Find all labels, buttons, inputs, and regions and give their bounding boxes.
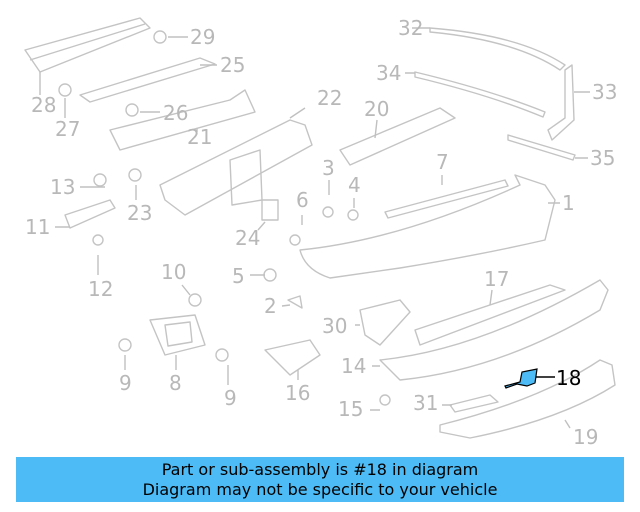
part-25-absorber xyxy=(79,57,216,103)
callout-5[interactable]: 5 xyxy=(232,264,245,288)
callout-34[interactable]: 34 xyxy=(376,61,401,85)
part-22-beam xyxy=(159,119,313,216)
callout-18[interactable]: 18 xyxy=(556,366,581,390)
part-35-strip xyxy=(507,134,576,161)
callout-29[interactable]: 29 xyxy=(190,25,215,49)
callout-3[interactable]: 3 xyxy=(322,156,335,180)
part-9b-bolt xyxy=(215,348,229,362)
callout-17[interactable]: 17 xyxy=(484,267,509,291)
callout-24[interactable]: 24 xyxy=(235,226,260,250)
callout-9[interactable]: 9 xyxy=(119,371,132,395)
part-6-clip xyxy=(289,234,301,246)
part-outlines xyxy=(24,17,616,439)
callout-2[interactable]: 2 xyxy=(264,294,277,318)
callout-11[interactable]: 11 xyxy=(25,215,50,239)
callout-7[interactable]: 7 xyxy=(436,150,449,174)
part-4-clip xyxy=(347,209,359,221)
callout-9b[interactable]: 9 xyxy=(224,386,237,410)
callout-31[interactable]: 31 xyxy=(413,391,438,415)
part-9-bolt xyxy=(118,338,132,352)
part-18-highlighted xyxy=(504,368,538,389)
part-20-bracket xyxy=(339,107,456,166)
part-34-molding xyxy=(414,71,546,118)
callout-6[interactable]: 6 xyxy=(296,188,309,212)
callout-1[interactable]: 1 xyxy=(562,191,575,215)
part-2-clip xyxy=(287,295,303,309)
part-33-bracket xyxy=(547,64,575,141)
callout-21[interactable]: 21 xyxy=(187,125,212,149)
callout-33[interactable]: 33 xyxy=(592,80,617,104)
part-5-bolt xyxy=(263,268,277,282)
callout-28[interactable]: 28 xyxy=(31,93,56,117)
part-17-absorber xyxy=(414,284,566,346)
part-13-clip xyxy=(93,173,107,187)
part-11-bracket xyxy=(64,199,116,229)
part-28-reinforcement xyxy=(24,17,151,73)
part-29-nut xyxy=(153,30,167,44)
callout-26[interactable]: 26 xyxy=(163,101,188,125)
banner-line-2: Diagram may not be specific to your vehi… xyxy=(142,480,498,499)
callout-25[interactable]: 25 xyxy=(220,53,245,77)
part-24-clip xyxy=(261,199,279,221)
callout-10[interactable]: 10 xyxy=(161,260,186,284)
part-15-bolt xyxy=(379,394,391,406)
part-30-bracket xyxy=(359,299,411,346)
part-14-lower-cover xyxy=(379,279,609,381)
part-32-molding xyxy=(429,27,566,71)
part-31-bracket xyxy=(449,394,499,413)
info-banner: Part or sub-assembly is #18 in diagram D… xyxy=(16,457,624,502)
leader-lines xyxy=(39,27,590,429)
callout-20[interactable]: 20 xyxy=(364,97,389,121)
part-12-bolt xyxy=(92,234,104,246)
callout-15[interactable]: 15 xyxy=(338,397,363,421)
part-8-sensor-bracket xyxy=(149,314,206,356)
part-10-clip xyxy=(188,293,202,307)
callout-35[interactable]: 35 xyxy=(590,146,615,170)
part-21-bracket xyxy=(109,89,256,151)
callout-27[interactable]: 27 xyxy=(55,117,80,141)
part-27-clip xyxy=(58,83,72,97)
part-1-bumper-cover xyxy=(299,174,556,279)
callout-23[interactable]: 23 xyxy=(127,201,152,225)
part-3-bolt xyxy=(322,206,334,218)
callout-22[interactable]: 22 xyxy=(317,86,342,110)
part-19-skid-plate xyxy=(439,359,616,439)
callout-30[interactable]: 30 xyxy=(322,314,347,338)
callout-19[interactable]: 19 xyxy=(573,425,598,449)
callout-8[interactable]: 8 xyxy=(169,371,182,395)
part-16-bracket xyxy=(264,339,321,376)
callout-14[interactable]: 14 xyxy=(341,354,366,378)
part-7-strip xyxy=(384,179,509,219)
callout-13[interactable]: 13 xyxy=(50,175,75,199)
callout-16[interactable]: 16 xyxy=(285,381,310,405)
part-23-bolt xyxy=(128,168,142,182)
callout-12[interactable]: 12 xyxy=(88,277,113,301)
callout-32[interactable]: 32 xyxy=(398,16,423,40)
callout-labels: 32 29 25 34 33 28 27 26 22 20 21 35 7 3 … xyxy=(25,16,617,449)
callout-4[interactable]: 4 xyxy=(348,173,361,197)
banner-line-1: Part or sub-assembly is #18 in diagram xyxy=(161,460,479,479)
part-26-bolt xyxy=(125,103,139,117)
